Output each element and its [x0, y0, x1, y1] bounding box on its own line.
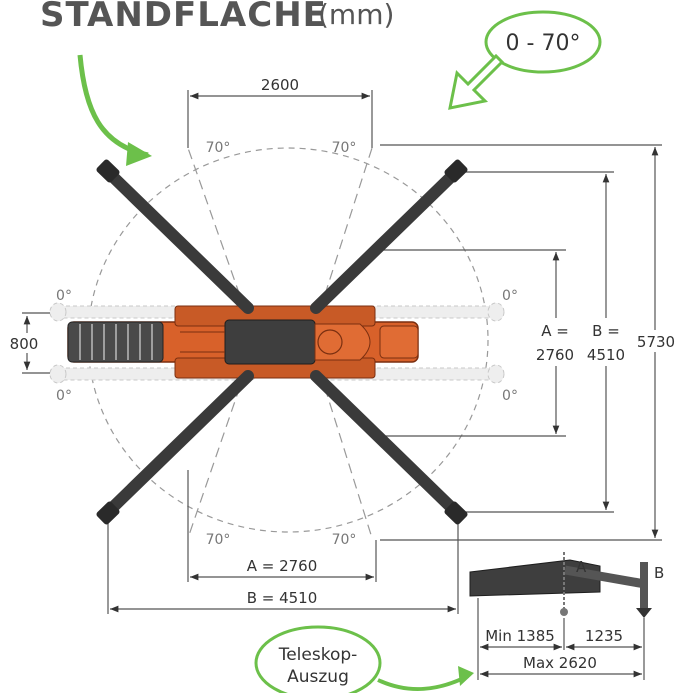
inset-ext: 1235: [585, 627, 623, 645]
left-800-bg: [4, 333, 44, 353]
angle-range-arrow: [448, 53, 505, 110]
bottom-dims: [107, 470, 459, 614]
dim-2600: [187, 90, 373, 148]
swing-circle: [87, 147, 489, 533]
telescope-arrow: [377, 674, 469, 692]
angle-right-top: 0°: [502, 288, 518, 304]
angle-lines: [187, 147, 373, 539]
telescope-bubble: [254, 625, 382, 693]
outrigger-feet: [96, 159, 468, 525]
dim-a-bottom: A = 2760: [247, 557, 318, 575]
outriggers: [102, 166, 462, 518]
angle-range-bubble: [484, 10, 602, 74]
angle-right-bottom: 0°: [502, 388, 518, 404]
inset-label-a: A: [576, 558, 587, 576]
angle-left-top: 0°: [56, 288, 72, 304]
angle-top-left: 70°: [206, 140, 231, 156]
telescope-inset: [469, 552, 652, 618]
dim-b-value: 4510: [587, 346, 625, 364]
telescope-line1: Teleskop-: [278, 645, 358, 665]
a-label-bg: [536, 318, 576, 366]
dim-b-bottom: B = 4510: [247, 589, 318, 607]
angle-left-bottom: 0°: [56, 388, 72, 404]
telescope-line2: Auszug: [287, 667, 349, 687]
title-unit: (mm): [318, 0, 394, 31]
inset-label-b: B: [654, 564, 664, 582]
inset-dims: [477, 598, 645, 680]
telescope-arrowhead: [458, 666, 474, 686]
dim-800-label: 800: [10, 335, 39, 353]
dim-b-label: B =: [592, 322, 620, 340]
right-extension-lines: [370, 144, 662, 541]
crane-body: [67, 305, 419, 379]
angle-top-right: 70°: [332, 140, 357, 156]
dim-a-label: A =: [541, 322, 569, 340]
page-title: STANDFLÄCHE: [40, 0, 327, 35]
angle-range-text: 0 - 70°: [506, 31, 581, 56]
dim-2600-label: 2600: [261, 76, 299, 94]
dim-5730-label: 5730: [637, 333, 675, 351]
b-label-bg: [586, 318, 626, 366]
angle-bottom-right: 70°: [332, 532, 357, 548]
inset-min: Min 1385: [485, 627, 555, 645]
green-arrowhead-title: [126, 142, 152, 166]
green-arrow-title: [77, 54, 149, 158]
inset-max: Max 2620: [523, 654, 597, 672]
overall-label-bg: [632, 330, 678, 352]
angle-bottom-left: 70°: [206, 532, 231, 548]
dim-a-value: 2760: [536, 346, 574, 364]
